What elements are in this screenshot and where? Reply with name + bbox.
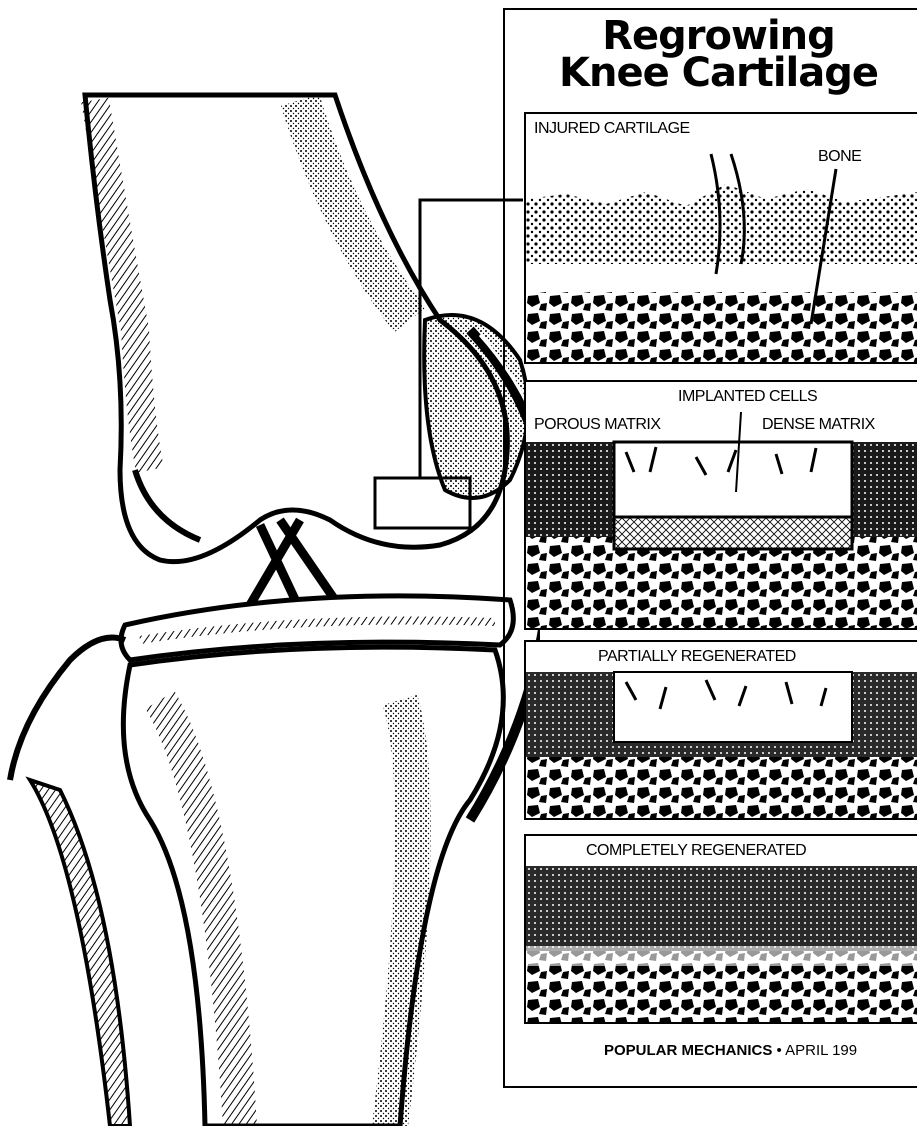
fibula [30, 780, 130, 1126]
knee-joint-illustration [0, 0, 540, 1126]
publication-name: POPULAR MECHANICS [604, 1042, 772, 1059]
label-partially-regenerated: PARTIALLY REGENERATED [598, 648, 796, 666]
complete-cross-section [526, 836, 917, 1024]
panel-injured: INJURED CARTILAGE BONE [524, 112, 917, 364]
label-bone: BONE [818, 148, 861, 166]
panel-completely-regenerated: COMPLETELY REGENERATED [524, 834, 917, 1024]
title-line-2: Knee Cartilage [520, 55, 917, 92]
partial-cross-section [526, 642, 917, 820]
page-title: Regrowing Knee Cartilage [520, 18, 917, 92]
label-injured-cartilage: INJURED CARTILAGE [534, 120, 690, 138]
label-dense-matrix: DENSE MATRIX [762, 416, 875, 434]
label-completely-regenerated: COMPLETELY REGENERATED [586, 842, 806, 860]
panel-partially-regenerated: PARTIALLY REGENERATED [524, 640, 917, 820]
panel-implanted: IMPLANTED CELLS POROUS MATRIX DENSE MATR… [524, 380, 917, 630]
label-implanted-cells: IMPLANTED CELLS [678, 388, 817, 406]
label-porous-matrix: POROUS MATRIX [534, 416, 661, 434]
publication-date: APRIL 199 [785, 1042, 857, 1059]
credit-separator: • [772, 1042, 785, 1059]
publication-credit: POPULAR MECHANICS • APRIL 199 [604, 1042, 857, 1059]
